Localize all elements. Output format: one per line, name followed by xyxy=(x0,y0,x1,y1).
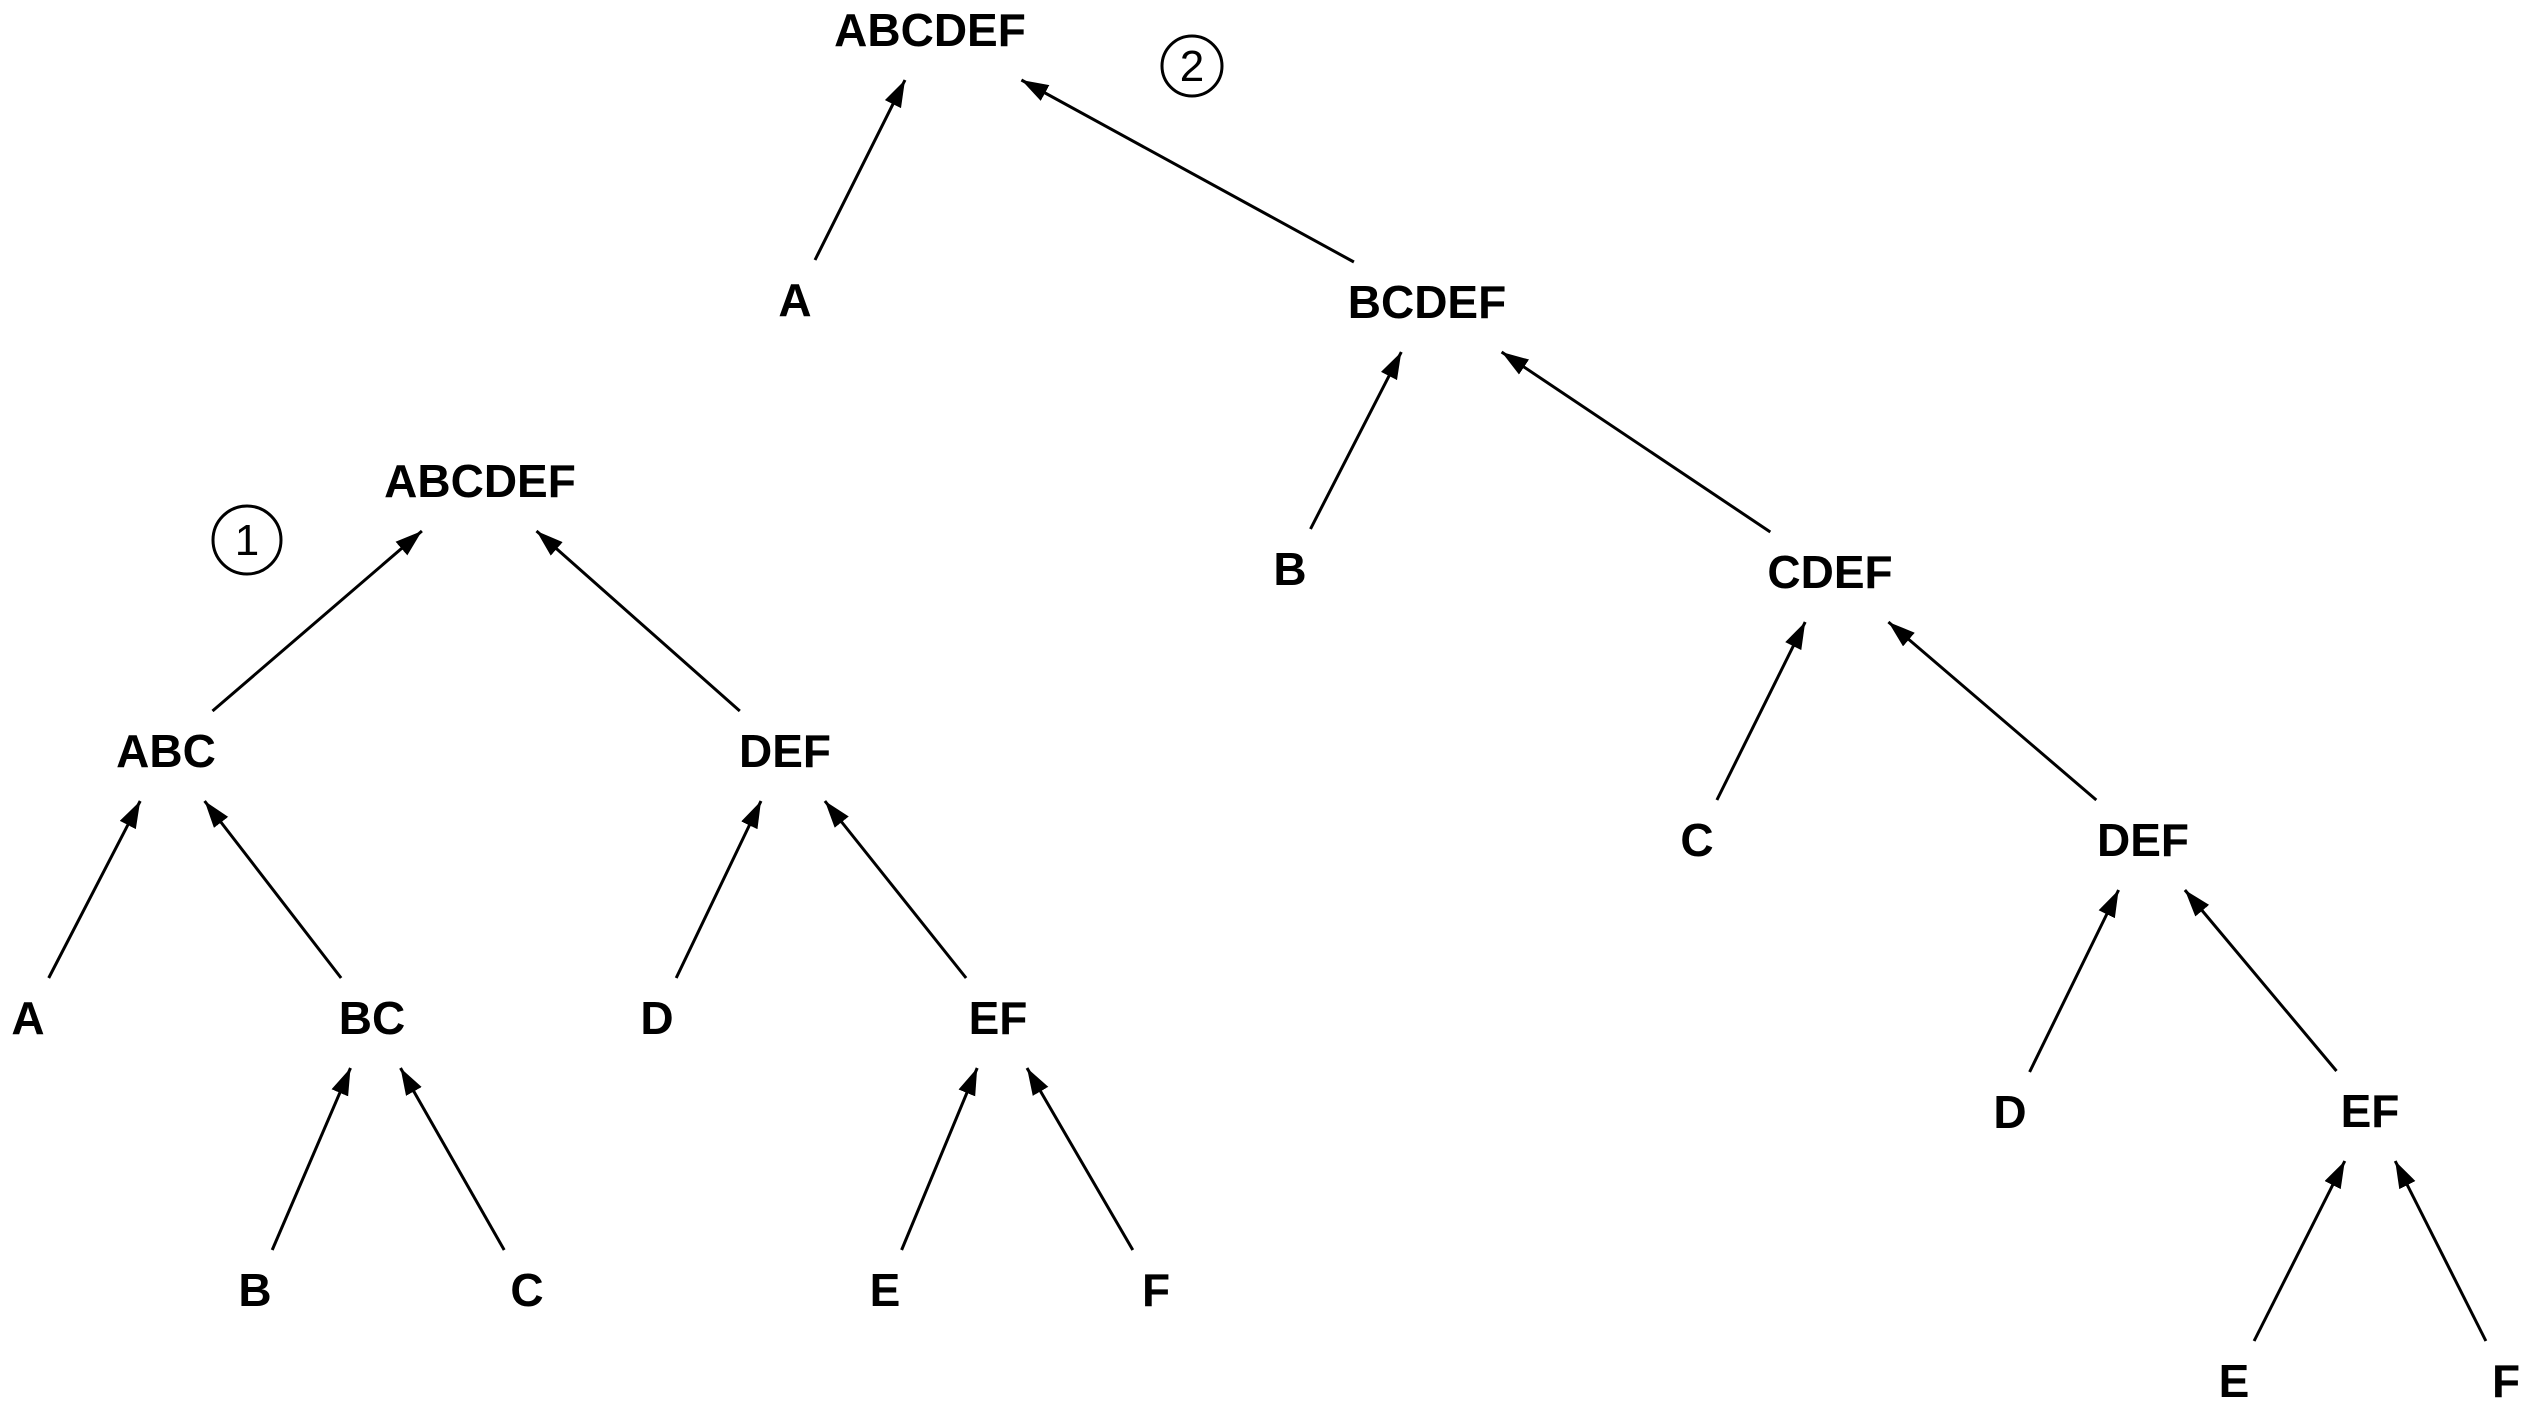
badge-circle-icon xyxy=(1160,34,1224,98)
edge-1-a-to-abc xyxy=(47,800,142,979)
edge-2-bcdef-to-abcdef xyxy=(1020,78,1355,264)
edge-1-abc-to-abcdef xyxy=(211,529,423,713)
node-tree2-c: C xyxy=(1680,814,1713,866)
node-tree1-d: D xyxy=(640,992,673,1044)
edge-1-f-to-ef xyxy=(1025,1067,1135,1251)
edge-2-b-to-bcdef xyxy=(1309,351,1403,530)
badge-2: 2 xyxy=(1160,34,1224,98)
node-tree2-f: F xyxy=(2492,1355,2520,1407)
node-tree2-b: B xyxy=(1273,543,1306,595)
edge-2-e-to-ef xyxy=(2252,1160,2347,1342)
node-tree2-cdef: CDEF xyxy=(1767,546,1892,598)
node-tree1-abcdef: ABCDEF xyxy=(384,455,576,507)
node-tree2-bcdef: BCDEF xyxy=(1348,276,1506,328)
edge-1-ef-to-def xyxy=(823,800,968,979)
edge-1-bc-to-abc xyxy=(203,800,343,979)
node-tree1-abc: ABC xyxy=(116,725,216,777)
node-tree1-e: E xyxy=(870,1264,901,1316)
node-tree1-a: A xyxy=(11,992,44,1044)
node-tree1-b: B xyxy=(238,1264,271,1316)
node-tree2-d: D xyxy=(1993,1086,2026,1138)
node-tree1-ef: EF xyxy=(969,992,1028,1044)
edge-2-f-to-ef xyxy=(2393,1160,2488,1342)
edges-layer xyxy=(47,78,2488,1342)
node-tree1-f: F xyxy=(1142,1264,1170,1316)
edge-2-a-to-abcdef xyxy=(813,79,907,261)
node-tree1-bc: BC xyxy=(339,992,405,1044)
edge-2-cdef-to-bcdef xyxy=(1500,350,1772,534)
badges-layer: 12 xyxy=(211,34,1224,576)
edge-2-ef-to-def xyxy=(2183,889,2338,1072)
edge-1-def-to-abcdef xyxy=(535,529,741,713)
node-tree1-def: DEF xyxy=(739,725,831,777)
badge-number: 2 xyxy=(1180,42,1204,91)
edge-1-b-to-bc xyxy=(270,1067,352,1251)
node-tree2-def: DEF xyxy=(2097,814,2189,866)
badge-circle-icon xyxy=(211,504,283,576)
node-tree2-a: A xyxy=(778,274,811,326)
badge-1: 1 xyxy=(211,504,283,576)
edge-1-c-to-bc xyxy=(399,1067,506,1251)
edge-2-def-to-cdef xyxy=(1887,620,2098,802)
node-tree2-ef: EF xyxy=(2341,1085,2400,1137)
edge-1-d-to-def xyxy=(674,800,763,979)
node-tree1-c: C xyxy=(510,1264,543,1316)
badge-number: 1 xyxy=(235,516,259,565)
node-tree2-abcdef: ABCDEF xyxy=(834,4,1026,56)
edge-2-c-to-cdef xyxy=(1715,621,1807,801)
node-tree2-e: E xyxy=(2219,1355,2250,1407)
edge-2-d-to-def xyxy=(2028,889,2120,1073)
edge-1-e-to-ef xyxy=(900,1067,979,1251)
